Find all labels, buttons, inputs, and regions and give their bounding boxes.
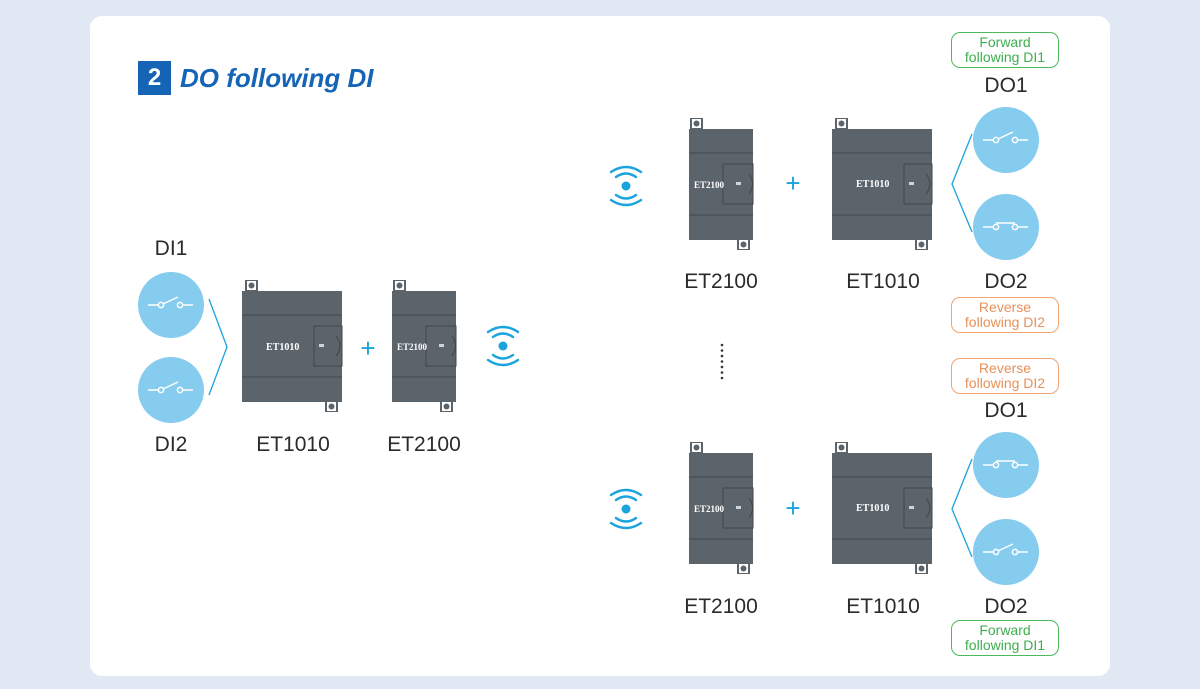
do1-switch-bottom [973, 432, 1039, 498]
et2100-label-top: ET2100 [684, 270, 758, 293]
section-number-badge: 2 [138, 61, 171, 95]
et2100-module-top [689, 118, 754, 250]
et2100-label-bottom: ET2100 [684, 595, 758, 618]
wireless-signal-icon [486, 325, 520, 367]
et2100-module-text: ET2100 [694, 504, 725, 514]
di-bracket-connector [208, 298, 228, 396]
do2-label-bottom: DO2 [984, 595, 1028, 618]
switch-open-icon [983, 131, 1028, 144]
switch-closed-icon [983, 460, 1028, 469]
wireless-signal-icon [609, 488, 643, 530]
et1010-module-top [832, 118, 933, 250]
plus-sign: + [360, 333, 376, 363]
et2100-module-left [392, 280, 457, 412]
et1010-label-left: ET1010 [256, 433, 330, 456]
et1010-module-text: ET1010 [856, 179, 890, 190]
do1-label-bottom: DO1 [984, 399, 1028, 422]
et2100-label-left: ET2100 [387, 433, 461, 456]
wireless-signal-icon [609, 165, 643, 207]
section-title: DO following DI [180, 63, 374, 93]
switch-open-icon [983, 543, 1028, 556]
plus-sign: + [785, 168, 801, 198]
et2100-module-text: ET2100 [397, 342, 428, 352]
et1010-label-top: ET1010 [846, 270, 920, 293]
switch-closed-icon [983, 222, 1028, 231]
switch-open-icon [148, 381, 193, 394]
di2-label: DI2 [154, 433, 188, 456]
et2100-module-text: ET2100 [694, 180, 725, 190]
plus-sign: + [785, 493, 801, 523]
et1010-module-left [242, 280, 343, 412]
di1-label: DI1 [154, 237, 188, 260]
do2-switch-top [973, 194, 1039, 260]
di2-switch [138, 357, 204, 423]
et1010-module-text: ET1010 [856, 503, 890, 514]
et1010-module-bottom [832, 442, 933, 574]
switch-open-icon [148, 296, 193, 309]
do-bracket-connector-top [951, 133, 973, 233]
do1-switch-top [973, 107, 1039, 173]
di1-switch [138, 272, 204, 338]
do2-label-top: DO2 [984, 270, 1028, 293]
do1-label-top: DO1 [984, 74, 1028, 97]
do-bracket-connector-bottom [951, 458, 973, 558]
et1010-label-bottom: ET1010 [846, 595, 920, 618]
vertical-ellipsis [720, 343, 724, 380]
do2-switch-bottom [973, 519, 1039, 585]
et1010-module-text: ET1010 [266, 342, 300, 353]
et2100-module-bottom [689, 442, 754, 574]
